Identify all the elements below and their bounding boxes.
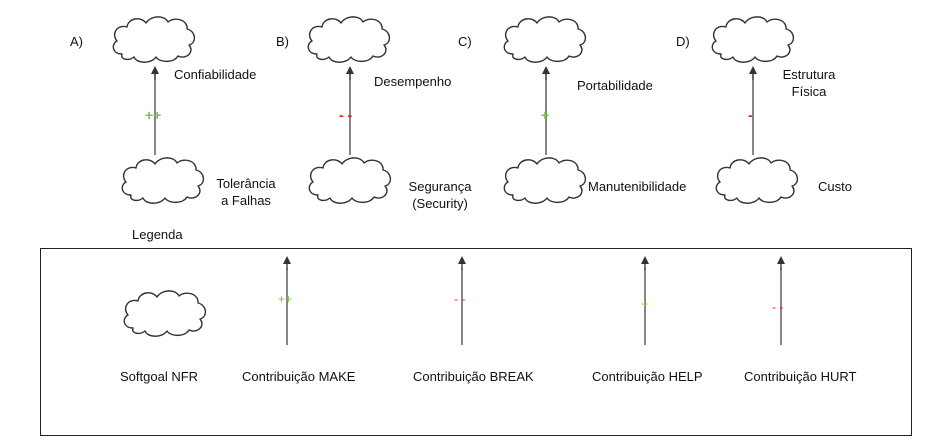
- softgoal-label: Manutenibilidade: [588, 179, 687, 194]
- softgoal-cloud-icon: [711, 16, 795, 63]
- softgoal-cloud-icon: [308, 157, 392, 204]
- legend-break-sign: - -: [454, 292, 466, 306]
- panel-b: [307, 16, 392, 204]
- softgoal-cloud-icon: [121, 157, 205, 204]
- softgoal-label: Custo: [818, 179, 852, 194]
- legend-title: Legenda: [132, 227, 183, 242]
- softgoal-cloud-icon: [112, 16, 196, 63]
- contribution-sign: ++: [145, 107, 162, 123]
- legend-help-sign: +: [641, 297, 649, 311]
- panel-letter: A): [70, 34, 83, 49]
- legend-make-sign: ++: [278, 292, 293, 306]
- softgoal-label: Desempenho: [374, 74, 452, 89]
- softgoal-label: Confiabilidade: [174, 67, 257, 82]
- contribution-sign: -: [748, 107, 753, 123]
- panel-letter: B): [276, 34, 289, 49]
- contribution-sign: +: [541, 107, 550, 123]
- legend-hurt-sign: - -: [772, 300, 784, 314]
- softgoal-cloud-icon: [307, 16, 391, 63]
- contribution-sign: - -: [339, 107, 353, 123]
- softgoal-label: Estrutura Física: [782, 67, 836, 99]
- softgoal-label: Segurança (Security): [408, 179, 472, 211]
- softgoal-label: Tolerância a Falhas: [216, 176, 276, 208]
- panel-c: [503, 16, 587, 204]
- legend-item-label: Contribuição MAKE: [242, 369, 356, 384]
- panel-a: [112, 16, 205, 204]
- panel-d: [711, 16, 799, 204]
- softgoal-label: Portabilidade: [577, 78, 653, 93]
- panel-letter: D): [676, 34, 690, 49]
- panel-letter: C): [458, 34, 472, 49]
- legend-item-label: Contribuição BREAK: [413, 369, 534, 384]
- softgoal-cloud-icon: [503, 16, 587, 63]
- softgoal-cloud-icon: [715, 157, 799, 204]
- softgoal-cloud-icon: [503, 157, 587, 204]
- legend-box: [40, 248, 912, 436]
- legend-item-label: Contribuição HURT: [744, 369, 857, 384]
- legend-item-label: Softgoal NFR: [120, 369, 199, 384]
- legend-item-label: Contribuição HELP: [592, 369, 703, 384]
